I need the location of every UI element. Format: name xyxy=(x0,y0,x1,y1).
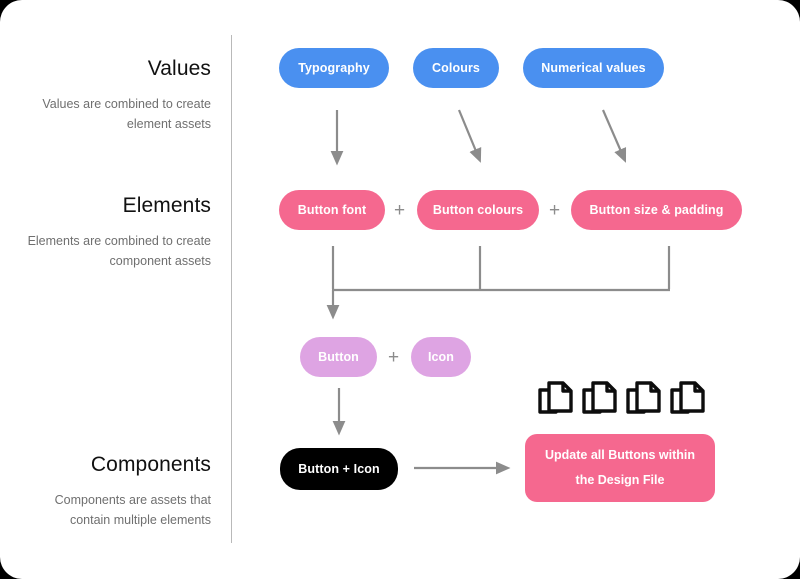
pill-colours-label: Colours xyxy=(432,61,480,75)
update-box-line1: Update all Buttons within xyxy=(545,448,695,462)
bracket-elements-to-button xyxy=(326,246,671,320)
plus-separator-3: + xyxy=(388,347,400,368)
arrow-colours-to-button-colours xyxy=(457,109,482,163)
pill-button-label: Button xyxy=(318,350,359,364)
pill-button-colours[interactable]: Button colours xyxy=(417,190,539,230)
section-title-values: Values xyxy=(147,57,211,80)
pill-button-colours-label: Button colours xyxy=(432,203,524,217)
plus-separator-2: + xyxy=(549,200,561,221)
pill-typography[interactable]: Typography xyxy=(279,48,389,88)
section-label-elements: Elements Elements are combined to create… xyxy=(18,193,211,271)
section-title-elements: Elements xyxy=(122,194,211,217)
copy-document-icon xyxy=(582,381,617,414)
pill-button-size-padding[interactable]: Button size & padding xyxy=(571,190,742,230)
pill-button-font-label: Button font xyxy=(297,203,367,217)
pill-numerical-values-label: Numerical values xyxy=(541,61,646,75)
pill-button[interactable]: Button xyxy=(300,337,377,377)
section-label-components: Components Components are assets that co… xyxy=(18,452,211,530)
pill-button-size-padding-label: Button size & padding xyxy=(589,203,724,217)
pill-button-font[interactable]: Button font xyxy=(279,190,385,230)
copy-document-icon xyxy=(626,381,661,414)
section-description-values: Values are combined to create element as… xyxy=(42,97,211,131)
pill-button-plus-icon-label: Button + Icon xyxy=(298,462,380,476)
pill-typography-label: Typography xyxy=(298,61,370,75)
pill-icon-label: Icon xyxy=(427,350,455,364)
pill-button-plus-icon[interactable]: Button + Icon xyxy=(280,448,398,490)
vertical-divider xyxy=(231,35,232,543)
copy-document-icon xyxy=(670,381,705,414)
pill-colours[interactable]: Colours xyxy=(413,48,499,88)
pill-icon[interactable]: Icon xyxy=(411,337,471,377)
update-buttons-box[interactable]: Update all Buttons within the Design Fil… xyxy=(525,434,715,502)
arrow-numerical-to-button-size xyxy=(601,109,627,163)
plus-separator-1: + xyxy=(394,200,406,221)
section-label-values: Values Values are combined to create ele… xyxy=(18,56,211,134)
section-description-elements: Elements are combined to create componen… xyxy=(27,234,211,268)
update-box-line2: the Design File xyxy=(575,473,665,487)
copy-document-icon xyxy=(538,381,573,414)
section-description-components: Components are assets that contain multi… xyxy=(54,493,211,527)
pill-numerical-values[interactable]: Numerical values xyxy=(523,48,664,88)
section-title-components: Components xyxy=(90,453,211,476)
